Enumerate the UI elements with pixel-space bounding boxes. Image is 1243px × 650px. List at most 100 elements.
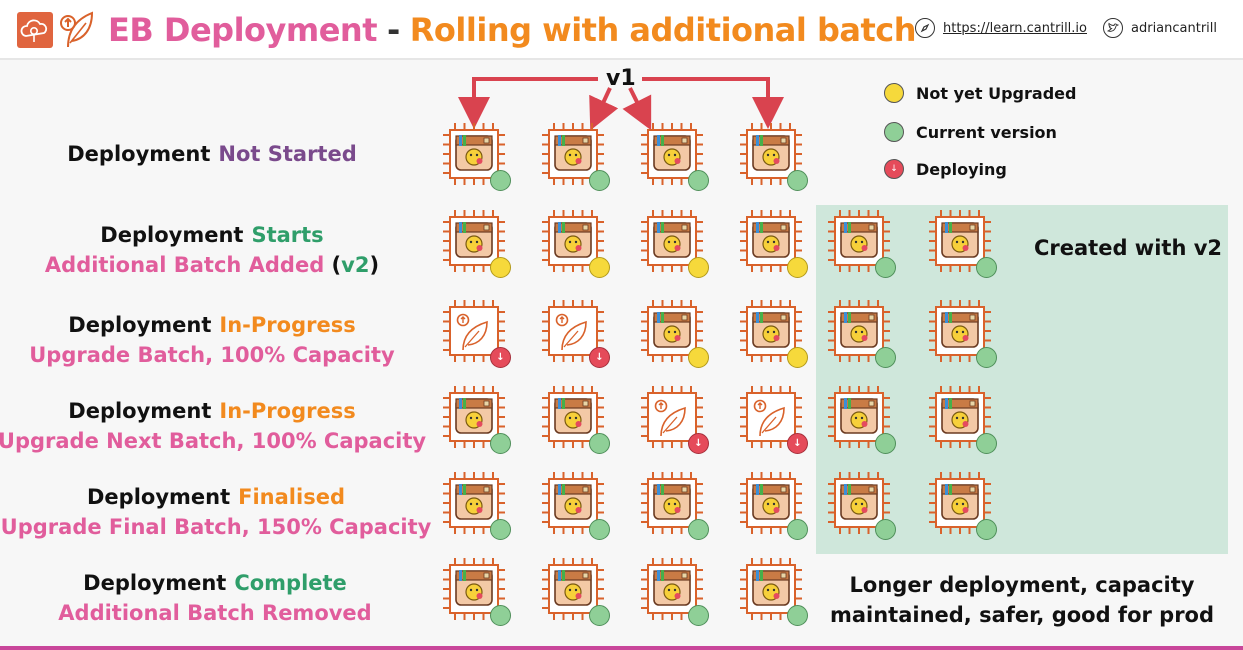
stage-version: v2 <box>341 253 370 277</box>
stage-state: In-Progress <box>219 399 356 423</box>
leaf-upload-icon <box>58 9 96 49</box>
title-separator: - <box>387 11 400 49</box>
twitter-handle[interactable]: adriancantrill <box>1103 18 1217 38</box>
ec2-instance <box>738 208 808 278</box>
ec2-instance <box>441 121 511 191</box>
application-instance-icon <box>740 210 802 272</box>
website-url[interactable]: https://learn.cantrill.io <box>943 20 1087 36</box>
stage-state: Finalised <box>238 485 345 509</box>
stage-prefix: Deployment <box>83 571 227 595</box>
not-upgraded-status-icon <box>688 257 709 278</box>
stage-state: Not Started <box>218 142 357 166</box>
application-instance-icon <box>443 386 505 448</box>
ec2-instance <box>639 121 709 191</box>
additional-batch-instance <box>826 208 896 278</box>
summary-note-line-1: Longer deployment, capacity <box>849 573 1195 597</box>
ec2-instance <box>738 121 808 191</box>
stage-description-text: Additional Batch Removed <box>58 601 372 625</box>
current-version-status-icon <box>490 519 511 540</box>
application-instance-icon <box>542 386 604 448</box>
arrow-to-instance-2 <box>589 87 619 131</box>
ec2-instance <box>738 556 808 626</box>
application-instance-icon <box>542 210 604 272</box>
application-instance-icon <box>443 472 505 534</box>
legend-item-yellow: Not yet Upgraded <box>884 83 1076 103</box>
current-version-status-icon <box>976 347 997 368</box>
elastic-beanstalk-leaf-icon <box>641 386 703 448</box>
current-version-status-icon <box>589 170 610 191</box>
application-instance-icon <box>828 472 890 534</box>
application-instance-icon <box>641 558 703 620</box>
current-version-status-icon <box>875 433 896 454</box>
ec2-instance <box>738 470 808 540</box>
current-version-status-icon <box>688 605 709 626</box>
current-version-status-icon <box>589 605 610 626</box>
header-bar: EB Deployment-Rolling with additional ba… <box>0 0 1243 60</box>
not-upgraded-status-icon <box>787 347 808 368</box>
stage-state: In-Progress <box>219 313 356 337</box>
elastic-beanstalk-leaf-icon <box>740 386 802 448</box>
legend-item-green: Current version <box>884 122 1057 142</box>
legend-label: Not yet Upgraded <box>916 83 1077 103</box>
stage-state: Starts <box>251 223 324 247</box>
twitter-bird-icon <box>1103 18 1123 38</box>
ec2-instance: ↓ <box>441 298 511 368</box>
summary-note-line-2: maintained, safer, good for prod <box>829 603 1215 627</box>
version-v1-label: v1 <box>606 66 636 91</box>
stage-description-text: Upgrade Final Batch, 150% Capacity <box>0 515 432 539</box>
twitter-username[interactable]: adriancantrill <box>1131 20 1218 36</box>
application-instance-icon <box>828 300 890 362</box>
ec2-instance <box>540 556 610 626</box>
ec2-instance: ↓ <box>738 384 808 454</box>
website-link[interactable]: https://learn.cantrill.io <box>915 18 1087 38</box>
cloud-gear-icon <box>17 12 53 48</box>
application-instance-icon <box>443 210 505 272</box>
stage-prefix: Deployment <box>68 313 212 337</box>
ec2-instance <box>540 470 610 540</box>
elastic-beanstalk-leaf-icon <box>542 300 604 362</box>
stage-description-text: Upgrade Batch, 100% Capacity <box>29 343 395 367</box>
ec2-instance <box>639 470 709 540</box>
current-version-status-icon <box>875 519 896 540</box>
ec2-instance <box>441 470 511 540</box>
current-version-status-icon <box>787 170 808 191</box>
stage-description: Additional Batch Removed <box>58 598 371 628</box>
ec2-instance <box>639 208 709 278</box>
bottom-accent-bar <box>0 646 1243 650</box>
additional-batch-instance <box>826 384 896 454</box>
current-version-status-icon <box>490 605 511 626</box>
current-version-status-icon <box>688 519 709 540</box>
stage-description-text: Upgrade Next Batch, 100% Capacity <box>0 429 427 453</box>
additional-batch-instance <box>927 208 997 278</box>
ec2-instance <box>639 298 709 368</box>
application-instance-icon <box>443 558 505 620</box>
application-instance-icon <box>542 472 604 534</box>
arrow-to-instance-3 <box>622 87 652 131</box>
additional-batch-instance <box>927 298 997 368</box>
application-instance-icon <box>929 472 991 534</box>
application-instance-icon <box>740 472 802 534</box>
application-instance-icon <box>740 300 802 362</box>
additional-batch-instance <box>826 470 896 540</box>
current-version-status-icon <box>589 433 610 454</box>
current-version-status-icon <box>976 257 997 278</box>
stage-title: Deployment In-Progress <box>29 310 394 340</box>
stage-prefix: Deployment <box>100 223 244 247</box>
current-version-status-icon <box>976 519 997 540</box>
additional-batch-instance <box>927 384 997 454</box>
application-instance-icon <box>828 210 890 272</box>
not-upgraded-status-icon <box>787 257 808 278</box>
current-version-status-icon <box>787 519 808 540</box>
application-instance-icon <box>929 386 991 448</box>
legend-label: Deploying <box>916 159 1007 179</box>
application-instance-icon <box>641 210 703 272</box>
application-instance-icon <box>542 123 604 185</box>
not-upgraded-status-icon <box>589 257 610 278</box>
application-instance-icon <box>542 558 604 620</box>
current-version-status-icon <box>875 257 896 278</box>
application-instance-icon <box>740 123 802 185</box>
